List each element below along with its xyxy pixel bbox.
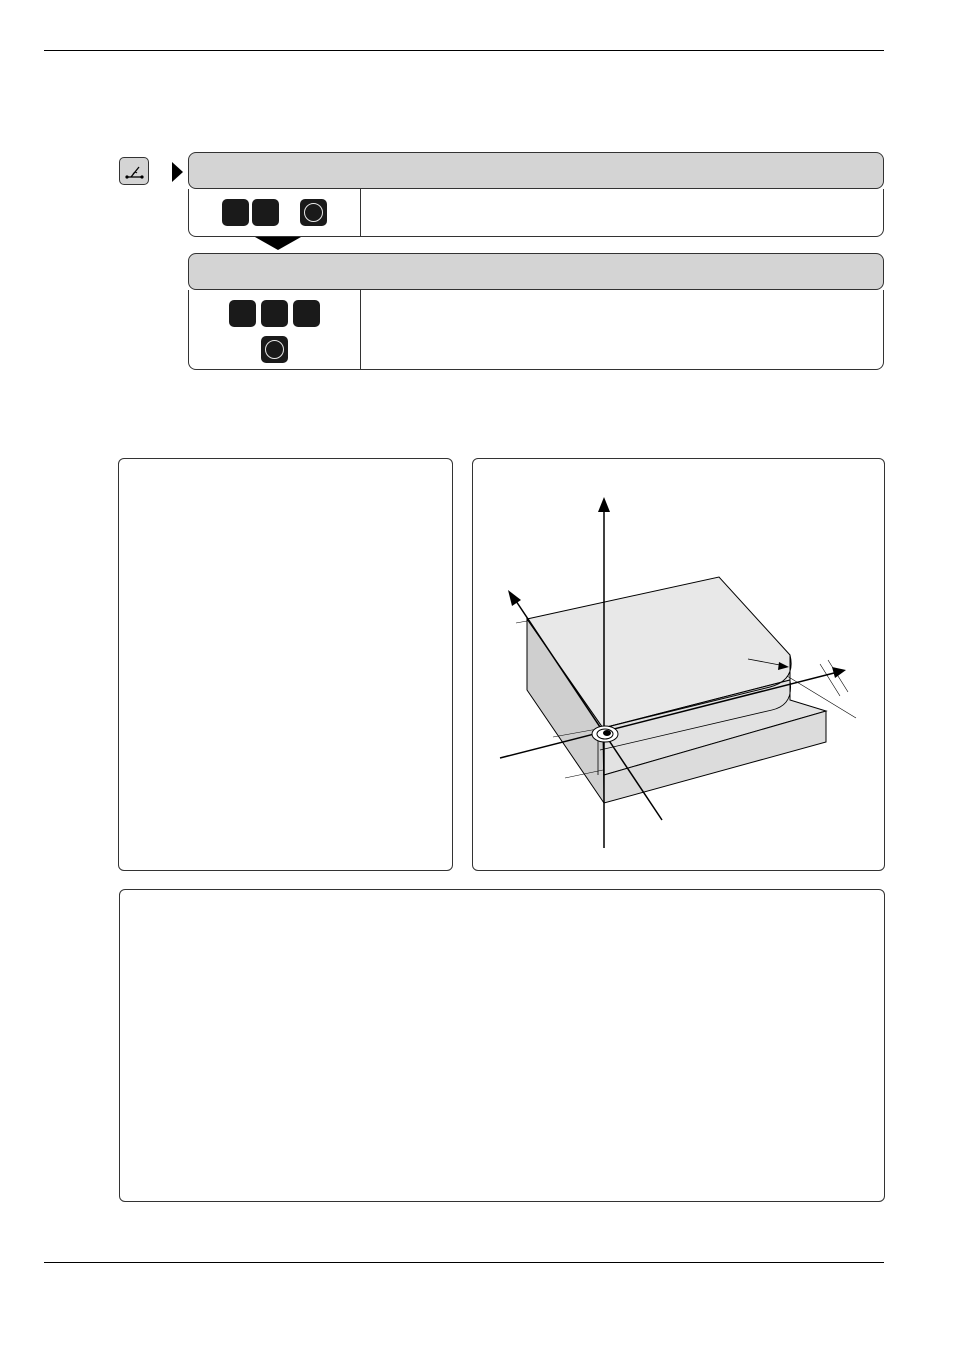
digit-key[interactable]	[252, 199, 279, 226]
procedure-step-2	[188, 253, 884, 370]
description-panel	[118, 458, 453, 871]
step-1-body	[188, 189, 884, 237]
figure-panel	[472, 458, 885, 871]
probe-edge-icon	[125, 166, 144, 179]
digit-key[interactable]	[261, 300, 288, 327]
notes-panel	[119, 889, 885, 1202]
step-2-header	[188, 253, 884, 290]
digit-key[interactable]	[293, 300, 320, 327]
workpiece-axes-figure	[499, 497, 857, 848]
header-rule	[44, 50, 884, 51]
step-1-keys	[189, 189, 361, 236]
step-1-header	[188, 152, 884, 189]
digit-key[interactable]	[222, 199, 249, 226]
procedure-step-1	[188, 152, 884, 237]
footer-rule	[44, 1262, 884, 1263]
step-2-body	[188, 290, 884, 370]
next-step-arrow-icon	[255, 237, 301, 250]
step-arrow-icon	[172, 162, 183, 182]
enter-key[interactable]	[261, 336, 288, 363]
probe-function-icon[interactable]	[119, 157, 149, 185]
enter-key[interactable]	[300, 199, 327, 226]
digit-key[interactable]	[229, 300, 256, 327]
step-2-keys	[189, 290, 361, 369]
